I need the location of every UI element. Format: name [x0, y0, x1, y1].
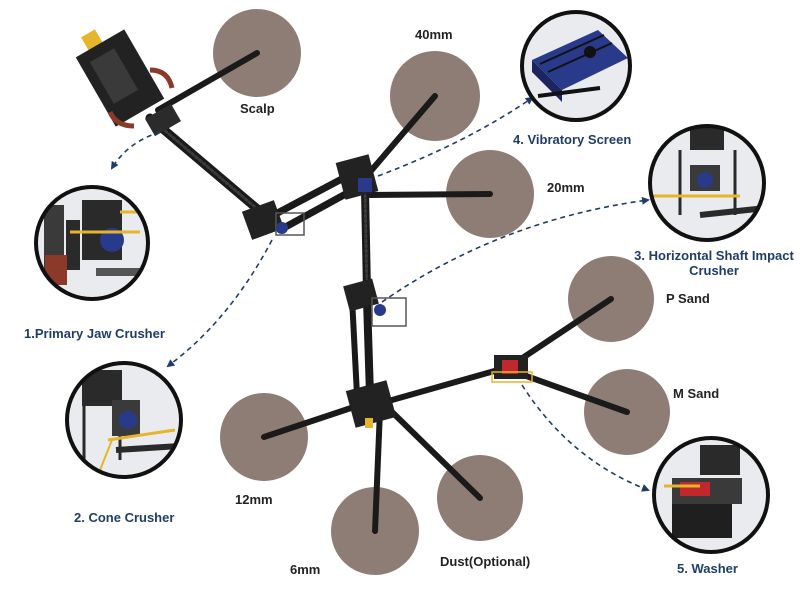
- conveyor: [349, 295, 360, 398]
- label-washer: 5. Washer: [677, 561, 738, 576]
- label-20mm: 20mm: [547, 180, 585, 195]
- callout-arrows: [110, 96, 650, 492]
- label-dust: Dust(Optional): [440, 554, 531, 569]
- vibratory-screen-icon: [520, 10, 632, 122]
- arrow-to-hsi-callout: [381, 196, 650, 303]
- sand-washer-icon: [652, 436, 770, 554]
- impact-crusher-unit: [343, 278, 407, 327]
- label-12mm: 12mm: [235, 492, 273, 507]
- arrow-to-screen-callout: [377, 96, 534, 177]
- conveyor: [261, 402, 363, 440]
- arrow-to-jaw-callout: [110, 131, 161, 170]
- arrow-to-cone-callout: [166, 239, 273, 368]
- cone-crusher-unit: [241, 200, 305, 240]
- conveyor: [387, 407, 483, 501]
- conveyor: [512, 369, 630, 415]
- label-40mm: 40mm: [415, 27, 453, 42]
- label-horizontal-shaft-impact-crusher: 3. Horizontal Shaft Impact Crusher: [628, 248, 800, 278]
- label-hsi-line1: 3. Horizontal Shaft Impact: [634, 248, 794, 263]
- conveyor: [372, 407, 383, 534]
- label-vibratory-screen: 4. Vibratory Screen: [513, 132, 632, 147]
- sand-washer-unit: [491, 355, 533, 383]
- label-hsi-line2: Crusher: [689, 263, 739, 278]
- label-m-sand: M Sand: [673, 386, 720, 401]
- conveyor: [363, 296, 374, 399]
- cone-crusher-icon: [65, 361, 183, 479]
- vibratory-screen-unit-2: [345, 380, 397, 428]
- conveyor: [389, 365, 508, 403]
- conveyor: [367, 191, 493, 198]
- conveyor: [509, 296, 614, 368]
- label-scalp: Scalp: [240, 101, 275, 116]
- label-primary-jaw-crusher: 1.Primary Jaw Crusher: [24, 326, 165, 341]
- jaw-crusher-icon: [34, 185, 150, 301]
- conveyor: [155, 50, 260, 113]
- conveyor: [367, 93, 438, 175]
- conveyor-network: [145, 50, 630, 534]
- arrow-to-washer-callout: [521, 384, 650, 492]
- primary-jaw-crusher-unit: [75, 29, 181, 137]
- label-cone-crusher: 2. Cone Crusher: [74, 510, 175, 525]
- vibratory-screen-unit-1: [335, 154, 379, 200]
- label-6mm: 6mm: [290, 562, 321, 577]
- label-p-sand: P Sand: [666, 291, 710, 306]
- impact-crusher-icon: [648, 124, 766, 242]
